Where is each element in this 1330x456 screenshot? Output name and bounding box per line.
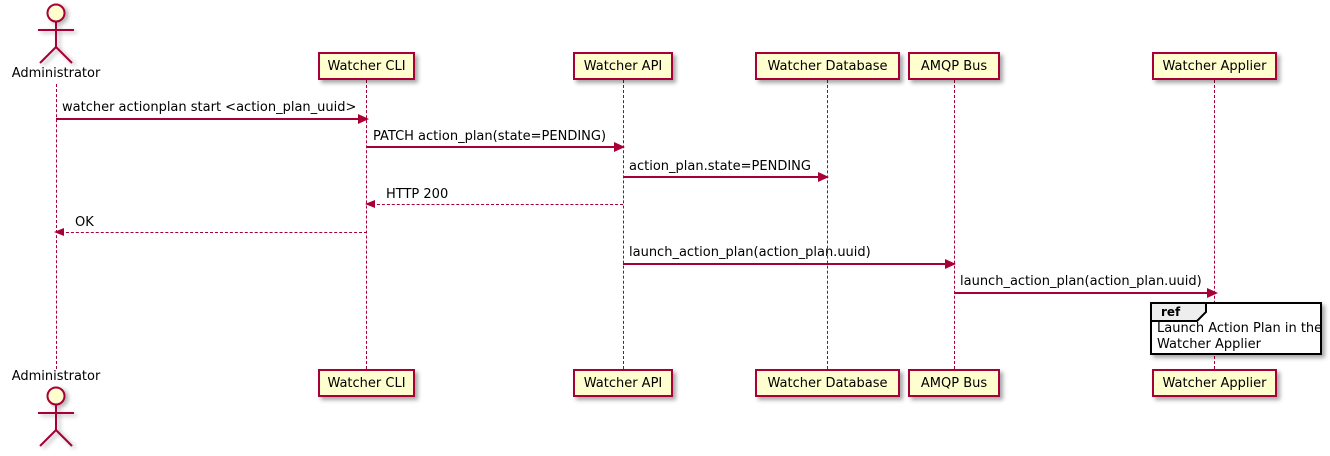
ref-text-line2: Watcher Applier (1157, 337, 1261, 352)
actor-label-administrator-top: Administrator (11, 66, 101, 81)
message-arrow-3 (623, 172, 829, 182)
arrowhead-right-icon (945, 259, 956, 269)
lifeline-watcher-database (827, 80, 828, 369)
participant-watcher-api-bottom: Watcher API (573, 369, 673, 397)
ref-fragment: ref Launch Action Plan in the Watcher Ap… (1150, 302, 1322, 355)
arrowhead-right-icon (1207, 288, 1218, 298)
participant-watcher-database-top: Watcher Database (755, 52, 900, 80)
actor-administrator-icon (38, 3, 74, 64)
participant-amqp-bus-top: AMQP Bus (908, 52, 1000, 80)
message-arrow-6 (623, 259, 956, 269)
lifeline-amqp-bus (954, 80, 955, 369)
message-label: action_plan.state=PENDING (629, 159, 811, 174)
participant-watcher-api-top: Watcher API (573, 52, 673, 80)
participant-amqp-bus-bottom: AMQP Bus (908, 369, 1000, 397)
arrowhead-right-icon (614, 142, 625, 152)
message-arrow-1 (56, 114, 369, 124)
ref-keyword: ref (1161, 305, 1181, 319)
lifeline-administrator (56, 84, 57, 369)
participant-watcher-cli-bottom: Watcher CLI (318, 369, 415, 397)
arrowhead-left-icon (54, 228, 64, 236)
ref-text: Launch Action Plan in the Watcher Applie… (1157, 321, 1322, 353)
message-arrow-5 (54, 228, 367, 236)
lifeline-watcher-cli (366, 80, 367, 369)
participant-watcher-applier-top: Watcher Applier (1152, 52, 1277, 80)
message-label: launch_action_plan(action_plan.uuid) (629, 245, 871, 260)
message-label: HTTP 200 (386, 187, 449, 202)
message-label: OK (75, 215, 94, 230)
message-label: launch_action_plan(action_plan.uuid) (960, 274, 1202, 289)
actor-label-administrator-bottom: Administrator (11, 369, 101, 384)
actor-administrator-icon (38, 386, 74, 447)
message-arrow-4 (365, 200, 623, 208)
message-arrow-7 (954, 288, 1218, 298)
message-label: PATCH action_plan(state=PENDING) (373, 129, 607, 144)
participant-watcher-database-bottom: Watcher Database (755, 369, 900, 397)
message-label: watcher actionplan start <action_plan_uu… (62, 100, 357, 115)
message-arrow-2 (367, 142, 625, 152)
participant-watcher-cli-top: Watcher CLI (318, 52, 415, 80)
lifeline-watcher-api (623, 80, 624, 369)
arrowhead-right-icon (358, 114, 369, 124)
lifeline-watcher-applier (1214, 80, 1215, 369)
arrowhead-left-icon (365, 200, 375, 208)
ref-tab-icon (1150, 302, 1207, 322)
arrowhead-right-icon (818, 172, 829, 182)
participant-watcher-applier-bottom: Watcher Applier (1152, 369, 1277, 397)
ref-text-line1: Launch Action Plan in the (1157, 321, 1323, 336)
